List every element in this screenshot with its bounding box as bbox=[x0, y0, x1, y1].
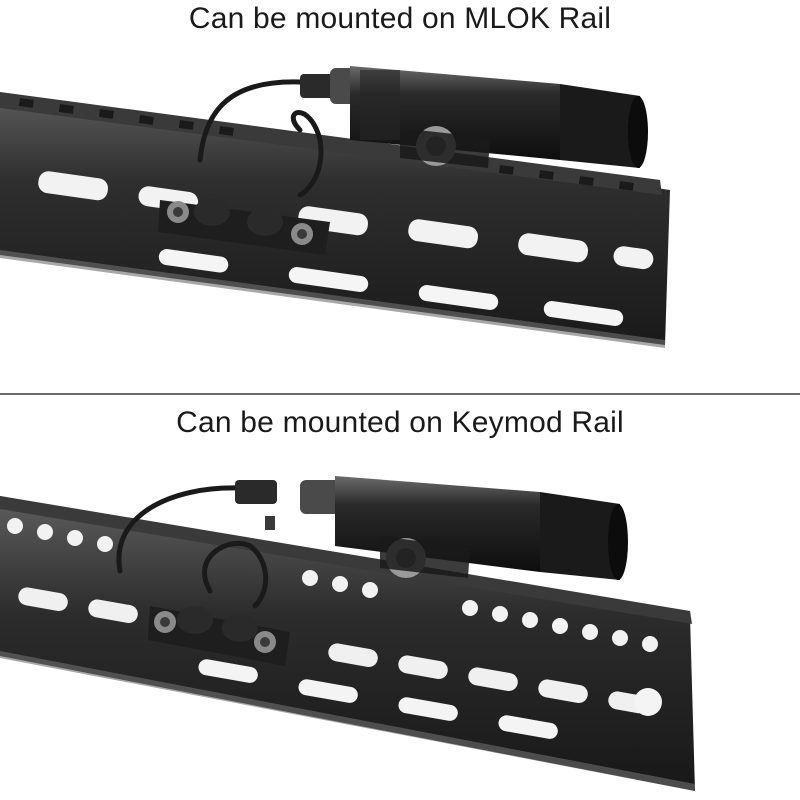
mlok-rail-photo bbox=[0, 66, 670, 348]
keymod-flashlight bbox=[235, 476, 628, 580]
keymod-switch-mount bbox=[148, 606, 290, 666]
keymod-handguard bbox=[0, 496, 695, 791]
panel-divider bbox=[0, 393, 800, 395]
keymod-panel: Can be mounted on Keymod Rail bbox=[0, 396, 800, 800]
mlok-panel: Can be mounted on MLOK Rail bbox=[0, 0, 800, 393]
caption-mlok: Can be mounted on MLOK Rail bbox=[188, 2, 612, 35]
mlok-flashlight bbox=[300, 66, 648, 168]
mlok-cable bbox=[197, 79, 324, 198]
mlok-handguard bbox=[0, 92, 670, 348]
keymod-cable bbox=[116, 485, 269, 609]
caption-keymod: Can be mounted on Keymod Rail bbox=[176, 406, 624, 439]
mlok-switch-mount bbox=[158, 198, 330, 255]
keymod-rail-photo bbox=[0, 476, 695, 791]
